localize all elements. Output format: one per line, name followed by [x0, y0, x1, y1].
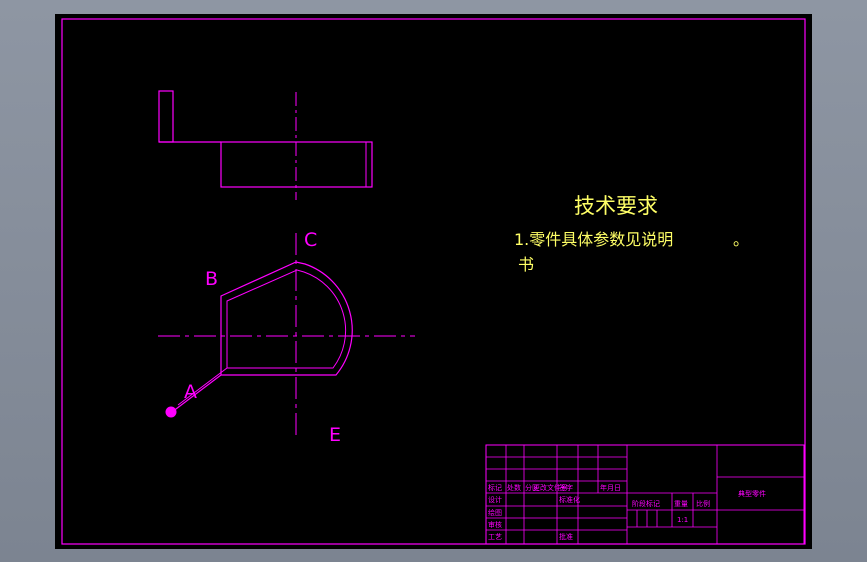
tb-date: 年月日	[600, 483, 621, 492]
start-point-marker[interactable]	[165, 406, 177, 418]
tb-scale: 比例	[696, 499, 710, 508]
tech-requirements-item-dot: 。	[733, 230, 749, 249]
tb-standardize: 标准化	[559, 495, 580, 504]
tb-design: 设计	[488, 495, 502, 504]
tb-drawing: 绘图	[488, 508, 502, 517]
tb-part-name: 典型零件	[738, 489, 766, 498]
drawing-sheet	[55, 14, 812, 549]
drawing-border	[61, 18, 806, 545]
tb-stage-mark: 阶段标记	[632, 499, 660, 508]
label-a: A	[184, 381, 197, 403]
label-e: E	[329, 424, 341, 446]
label-b: B	[205, 268, 218, 290]
tb-scale-value: 1:1	[677, 516, 688, 524]
part-outline-outer	[220, 261, 353, 376]
tb-signature: 签字	[559, 483, 573, 492]
tech-requirements-item-line1: 1.零件具体参数见说明	[514, 230, 673, 249]
tb-partition: 分区	[525, 483, 539, 492]
tb-change-doc: 更改文件号	[533, 483, 568, 492]
tech-requirements-heading: 技术要求	[574, 194, 658, 218]
title-block-frame	[485, 444, 805, 545]
tb-count: 处数	[507, 483, 521, 492]
tb-process: 工艺	[488, 533, 502, 541]
title-block	[485, 444, 805, 545]
tb-weight: 重量	[674, 500, 688, 508]
tb-mark: 标记	[488, 483, 502, 492]
tb-review: 审核	[488, 520, 502, 529]
path-leader-a-inner	[177, 367, 228, 406]
part-outline-inner	[226, 269, 347, 369]
front-view	[158, 233, 415, 438]
tech-requirements-item-line2: 书	[518, 255, 534, 274]
path-leader-a	[171, 374, 222, 413]
top-view	[158, 90, 373, 200]
tb-approve: 批准	[559, 532, 573, 541]
label-c: C	[304, 229, 317, 251]
